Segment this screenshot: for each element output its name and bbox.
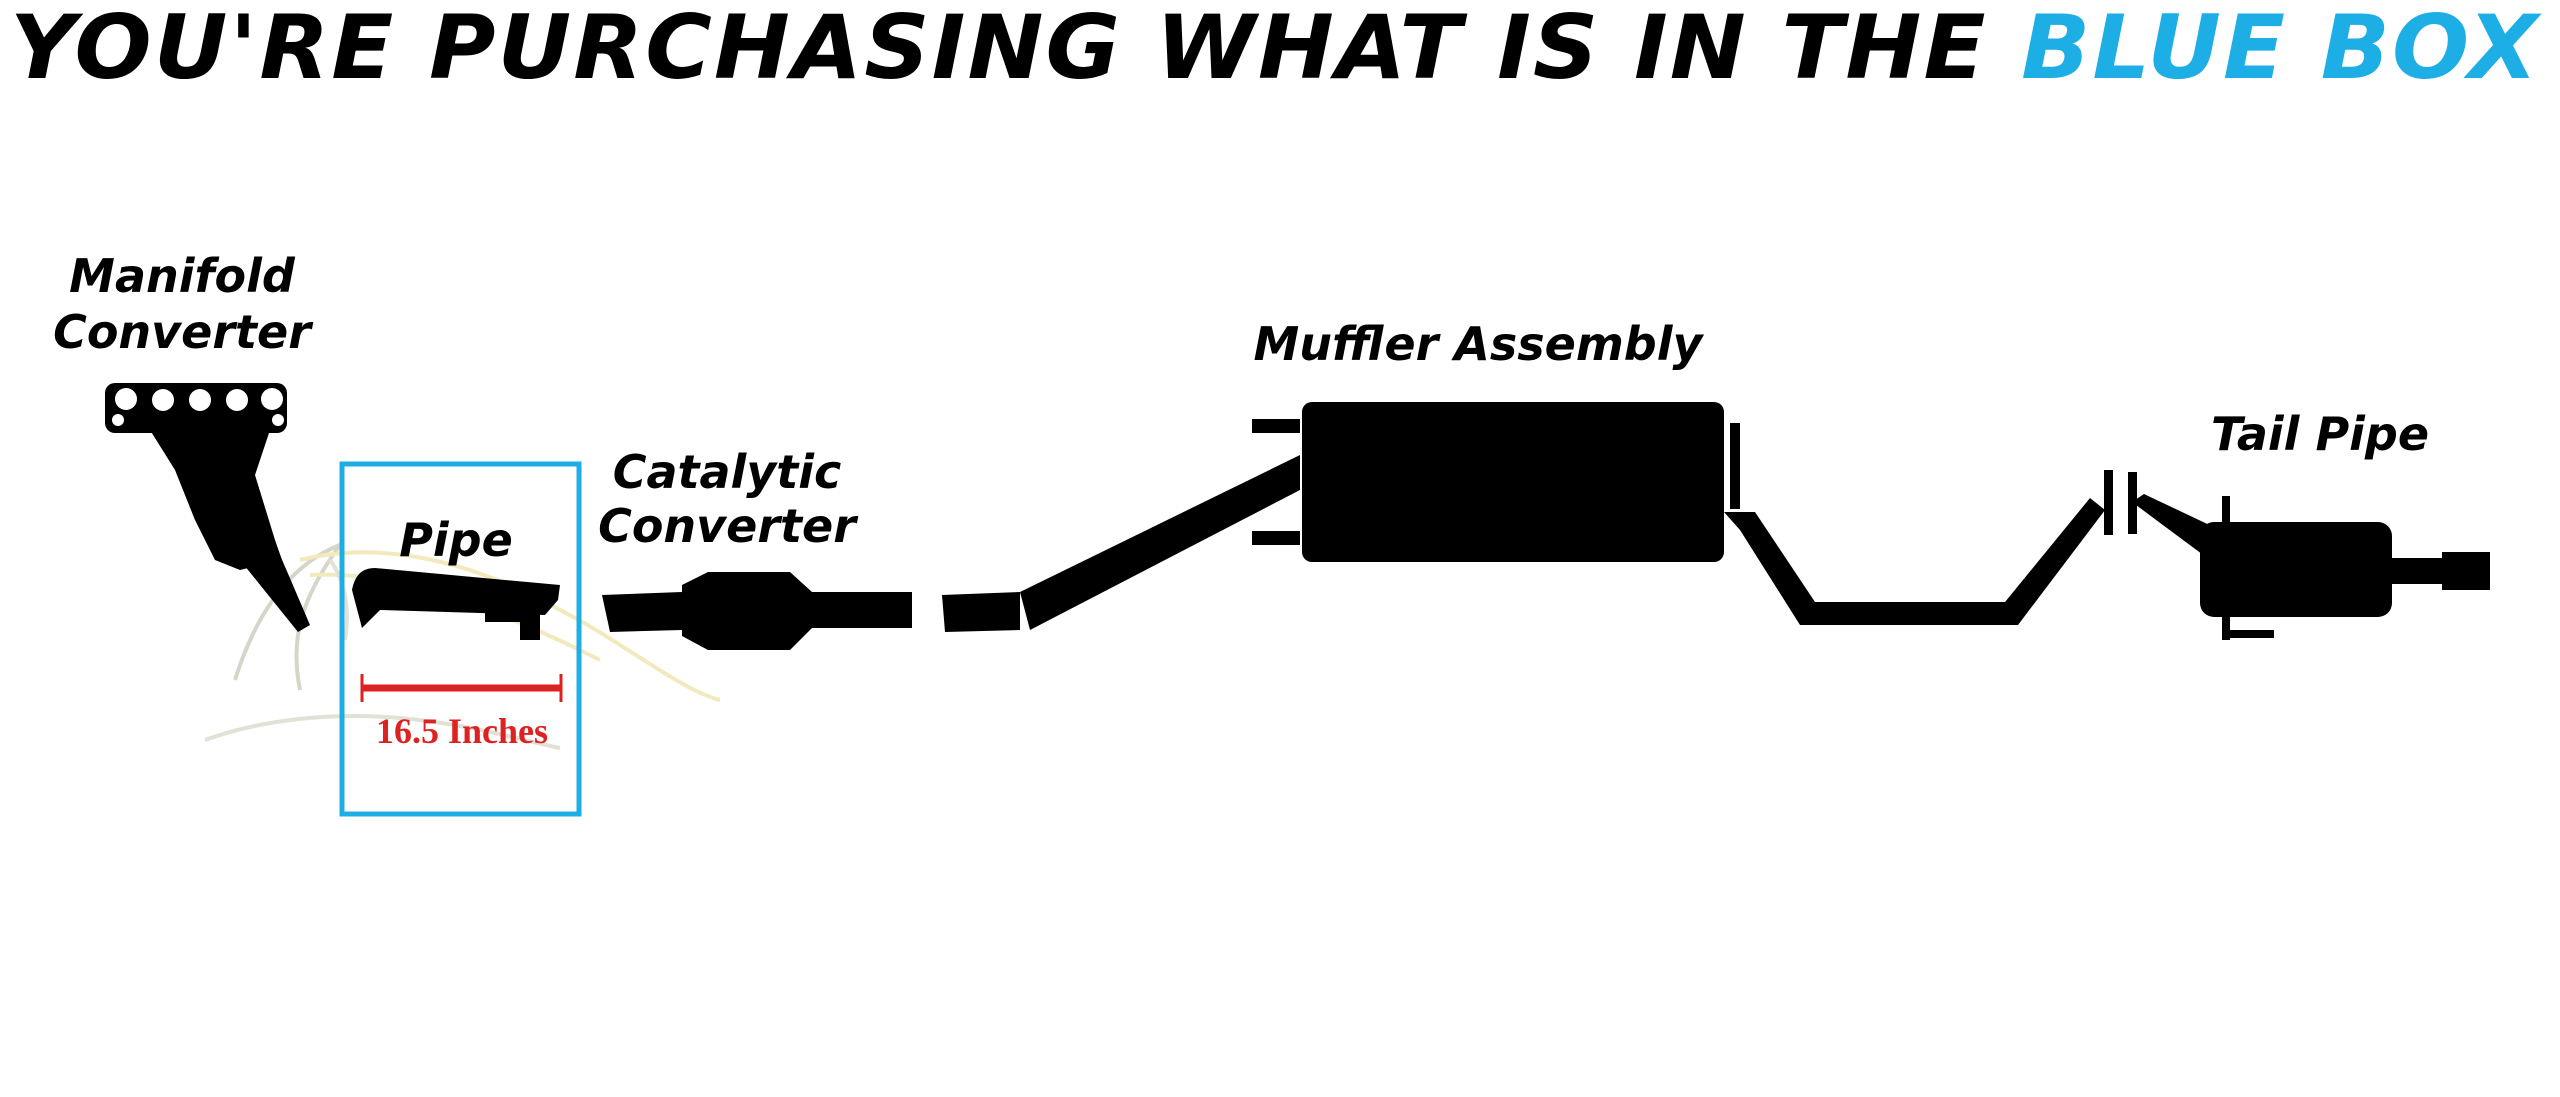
headline-highlight: BLUE BOX — [2021, 0, 2542, 99]
catalytic-converter-part — [602, 572, 912, 650]
blue-box — [339, 461, 582, 817]
muffler-assembly-part — [1252, 402, 2113, 625]
intermediate-pipe-part — [942, 455, 1300, 632]
manifold-converter-label-line2: Converter — [53, 305, 314, 359]
headline: YOU'RE PURCHASING WHAT IS IN THE BLUE BO… — [10, 0, 2542, 99]
pipe-label: Pipe — [399, 513, 513, 567]
tail-pipe-part — [2128, 472, 2490, 640]
measurement-line — [360, 674, 563, 702]
tail-pipe-label: Tail Pipe — [2211, 407, 2429, 461]
pipe-part — [352, 568, 560, 640]
measurement-label: 16.5 Inches — [376, 711, 548, 751]
muffler-assembly-label: Muffler Assembly — [1254, 317, 1705, 371]
catalytic-converter-label-line2: Converter — [598, 499, 859, 553]
manifold-converter-part — [105, 383, 310, 632]
headline-prefix: YOU'RE PURCHASING WHAT IS IN THE — [10, 0, 2021, 99]
catalytic-converter-label-line1: Catalytic — [613, 445, 842, 499]
manifold-converter-label-line1: Manifold — [69, 249, 296, 303]
